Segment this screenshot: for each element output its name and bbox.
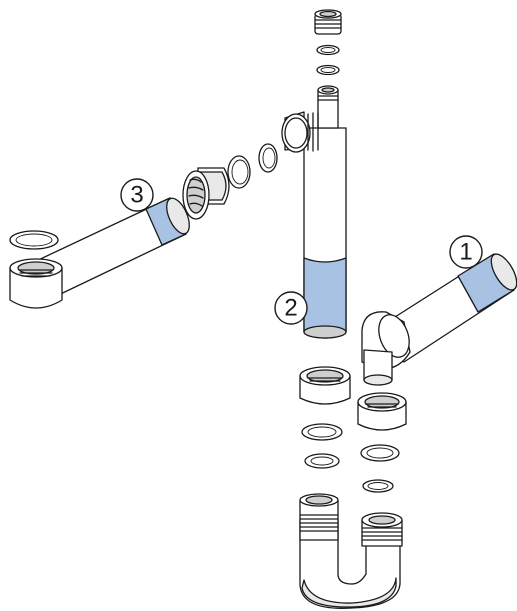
horizontal-pipe-left (9, 197, 190, 309)
callout-3: 3 (120, 178, 154, 212)
lower-washer-right-1 (360, 444, 400, 462)
seal-ring-1 (258, 143, 278, 173)
top-cap-nut (314, 9, 342, 35)
callout-3-label: 3 (130, 182, 143, 209)
lower-nut-right (357, 392, 407, 431)
vertical-pipe (281, 85, 347, 339)
callout-2: 2 (274, 291, 308, 325)
lower-washer-right-2 (362, 479, 394, 493)
lower-washer-left-1 (301, 423, 343, 441)
callout-1: 1 (449, 235, 483, 269)
u-trap (299, 493, 403, 609)
callout-1-label: 1 (459, 239, 472, 266)
left-washer (9, 230, 59, 250)
horizontal-pipe-right (361, 253, 517, 386)
lower-washer-left-2 (304, 453, 340, 469)
lower-nut-left (299, 366, 351, 405)
union-nut (182, 167, 230, 220)
callout-2-label: 2 (284, 295, 297, 322)
seal-ring-2 (227, 155, 251, 189)
top-washer-1 (316, 44, 340, 56)
top-washer-2 (316, 64, 340, 76)
